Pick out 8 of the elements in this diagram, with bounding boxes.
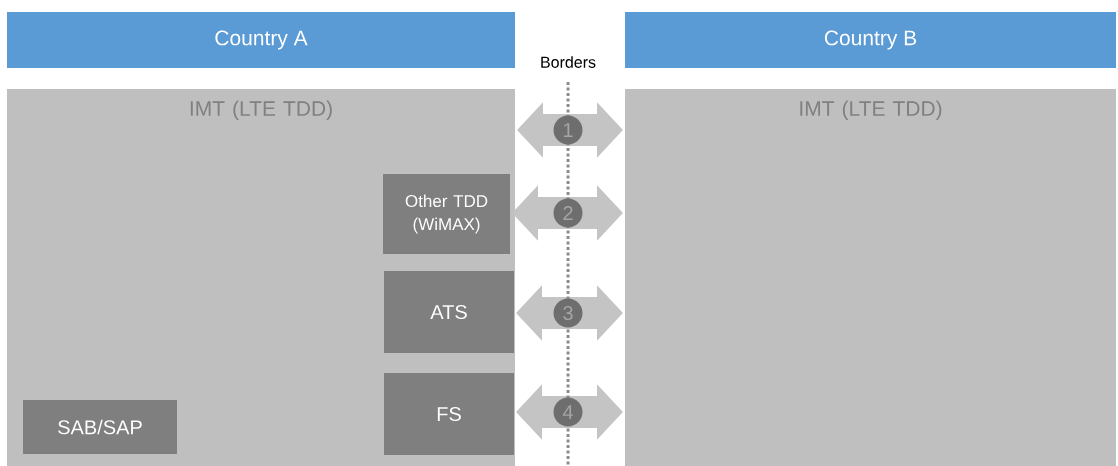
system-box: ATS <box>384 271 514 353</box>
country-header-band: Country A <box>7 12 515 68</box>
border-label: Borders <box>541 56 596 68</box>
country-area: IMT (LTE TDD) <box>625 89 1116 466</box>
system-box: FS <box>384 373 514 455</box>
system-box: SAB/SAP <box>23 400 177 454</box>
country-header-band: Country B <box>625 12 1116 68</box>
system-box: Other TDD (WiMAX) <box>383 174 510 254</box>
